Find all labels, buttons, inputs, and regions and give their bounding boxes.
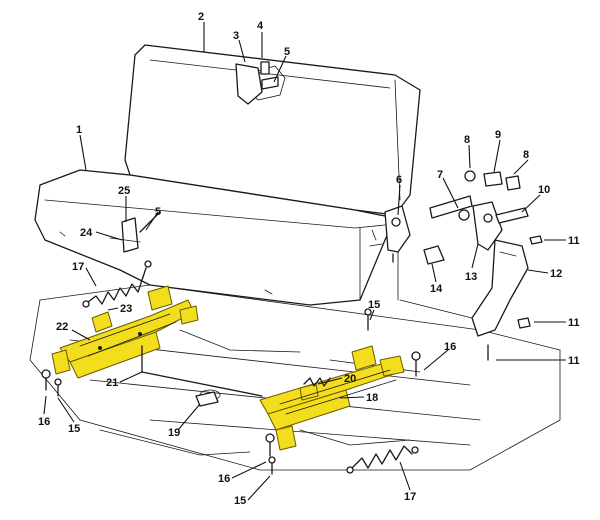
callout-3: 3 <box>233 30 239 42</box>
seat-back <box>124 44 421 216</box>
callout-8-right: 8 <box>523 149 529 161</box>
callout-14: 14 <box>430 283 443 295</box>
callout-17-upper: 17 <box>72 261 84 273</box>
callout-4: 4 <box>257 20 264 32</box>
callout-10: 10 <box>538 184 550 196</box>
callout-23: 23 <box>120 303 132 315</box>
pivot-bracket <box>369 205 481 321</box>
callout-15-left: 15 <box>68 423 80 435</box>
seat-cushion <box>34 169 396 306</box>
leader-lines <box>43 22 566 501</box>
callout-16-bottom: 16 <box>218 473 230 485</box>
side-trim-panel <box>471 235 543 361</box>
callout-15-right: 15 <box>368 299 380 311</box>
callout-5-top: 5 <box>284 46 290 58</box>
callout-11-upper: 11 <box>568 235 580 247</box>
callout-17-lower: 17 <box>404 491 416 503</box>
callout-11-middle: 11 <box>568 317 580 329</box>
callout-8-left: 8 <box>464 134 470 146</box>
bolts <box>41 253 421 475</box>
callout-1: 1 <box>76 124 82 136</box>
callout-labels: 2 3 4 5 1 5 6 7 8 9 8 10 11 12 11 11 13 … <box>38 11 580 507</box>
callout-24: 24 <box>80 227 93 239</box>
hinge-hardware <box>423 170 529 265</box>
callout-7: 7 <box>437 169 443 181</box>
seat-track-left <box>51 285 199 379</box>
callout-2: 2 <box>198 11 204 23</box>
callout-15-bottom: 15 <box>234 495 246 507</box>
seat-track-right <box>259 345 405 451</box>
spring-lower <box>346 445 419 474</box>
callout-16-right: 16 <box>444 341 456 353</box>
belt-bracket <box>109 211 161 253</box>
callout-25: 25 <box>118 185 130 197</box>
callout-22: 22 <box>56 321 68 333</box>
callout-11-lower: 11 <box>568 355 580 367</box>
callout-20: 20 <box>344 373 356 385</box>
callout-9: 9 <box>495 129 501 141</box>
callout-13: 13 <box>465 271 477 283</box>
callout-12: 12 <box>550 268 562 280</box>
callout-19: 19 <box>168 427 180 439</box>
callout-16-left: 16 <box>38 416 50 428</box>
callout-18: 18 <box>366 392 378 404</box>
callout-6: 6 <box>396 174 402 186</box>
spring-upper <box>82 260 152 308</box>
callout-5-lower: 5 <box>155 206 161 218</box>
callout-21: 21 <box>106 377 118 389</box>
